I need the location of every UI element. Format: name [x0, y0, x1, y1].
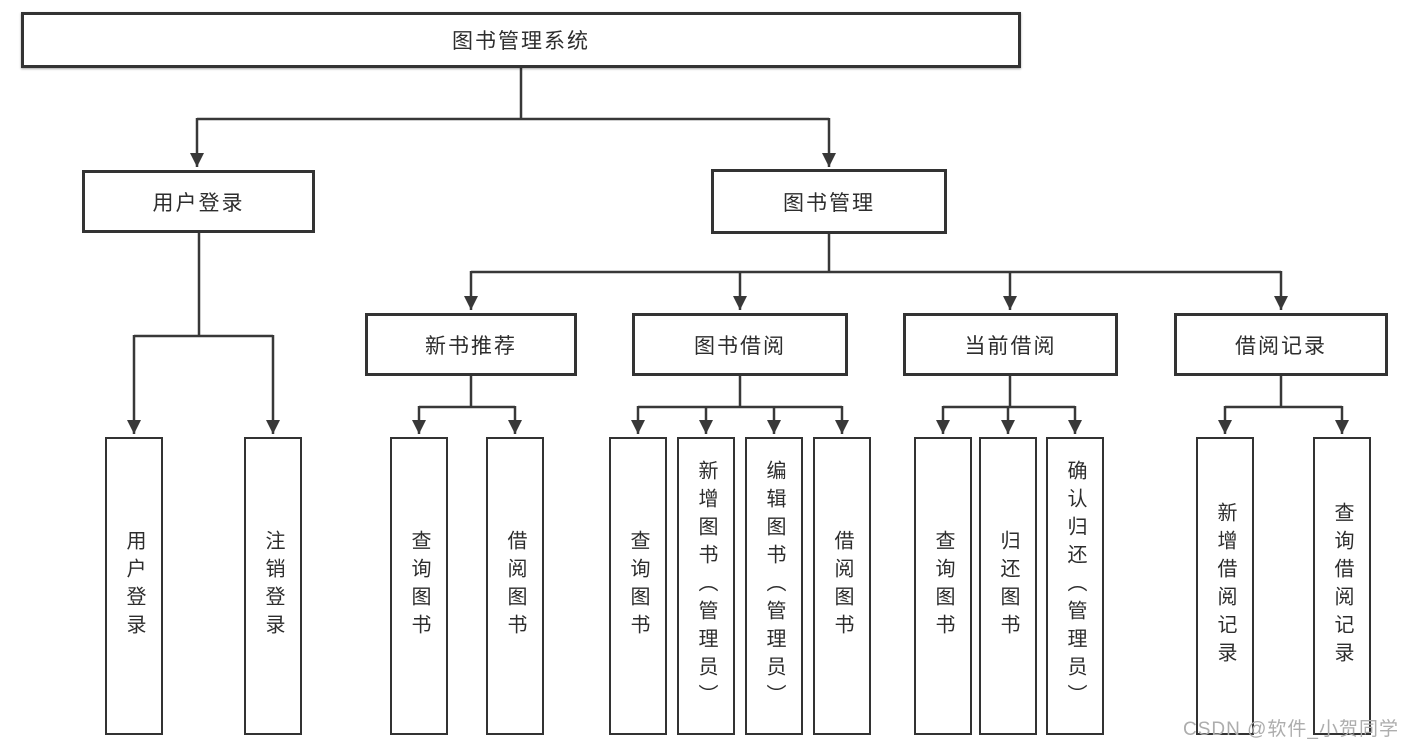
leaf-borrow-books: 借阅图书 [813, 437, 871, 735]
csdn-watermark: CSDN @软件_小贺同学 [1183, 719, 1399, 740]
node-label: 图书管理 [783, 191, 875, 215]
node-label: 新书推荐 [425, 334, 517, 358]
leaf-add-books-admin: 新增图书（管理员） [677, 437, 735, 735]
connector-root [197, 68, 829, 121]
node-book-management: 图书管理 [711, 169, 947, 234]
leaf-add-borrow-record: 新增借阅记录 [1196, 437, 1254, 735]
node-library-management-system: 图书管理系统 [21, 12, 1021, 68]
leaf-query-books-current: 查询图书 [914, 437, 972, 735]
node-user-login: 用户登录 [82, 170, 315, 233]
node-label: 查询借阅记录 [1331, 502, 1353, 670]
node-label: 用户登录 [152, 191, 245, 215]
node-label: 图书借阅 [694, 334, 786, 358]
node-label: 查询图书 [408, 530, 430, 642]
node-label: 确认归还（管理员） [1064, 460, 1086, 712]
leaf-query-books-borrow: 查询图书 [609, 437, 667, 735]
node-label: 图书管理系统 [452, 30, 590, 53]
node-label: 归还图书 [997, 530, 1019, 642]
connector-new-book [419, 376, 515, 409]
node-label: 新增借阅记录 [1214, 502, 1236, 670]
leaf-return-books: 归还图书 [979, 437, 1037, 735]
node-book-borrow: 图书借阅 [632, 313, 848, 376]
leaf-edit-books-admin: 编辑图书（管理员） [745, 437, 803, 735]
node-label: 查询图书 [932, 530, 954, 642]
node-borrow-records: 借阅记录 [1174, 313, 1388, 376]
leaf-user-login: 用户登录 [105, 437, 163, 735]
connector-borrow-records [1225, 376, 1342, 409]
leaf-logout: 注销登录 [244, 437, 302, 735]
node-label: 查询图书 [627, 530, 649, 642]
node-current-borrow: 当前借阅 [903, 313, 1118, 376]
node-label: 新增图书（管理员） [695, 460, 717, 712]
leaf-query-borrow-record: 查询借阅记录 [1313, 437, 1371, 735]
node-label: 借阅记录 [1235, 334, 1327, 358]
node-label: 用户登录 [123, 530, 145, 642]
leaf-confirm-return-admin: 确认归还（管理员） [1046, 437, 1104, 735]
node-label: 借阅图书 [831, 530, 853, 642]
node-label: 注销登录 [262, 530, 284, 642]
node-label: 借阅图书 [504, 530, 526, 642]
node-label: 编辑图书（管理员） [763, 460, 785, 712]
leaf-query-books-recommend: 查询图书 [390, 437, 448, 735]
node-label: 当前借阅 [964, 334, 1057, 358]
leaf-borrow-books-recommend: 借阅图书 [486, 437, 544, 735]
node-new-book-recommend: 新书推荐 [365, 313, 577, 376]
connector-current-borrow [943, 376, 1075, 409]
connector-book-borrow [638, 376, 842, 409]
connector-user-login [134, 233, 273, 338]
connector-book-management [471, 234, 1281, 274]
